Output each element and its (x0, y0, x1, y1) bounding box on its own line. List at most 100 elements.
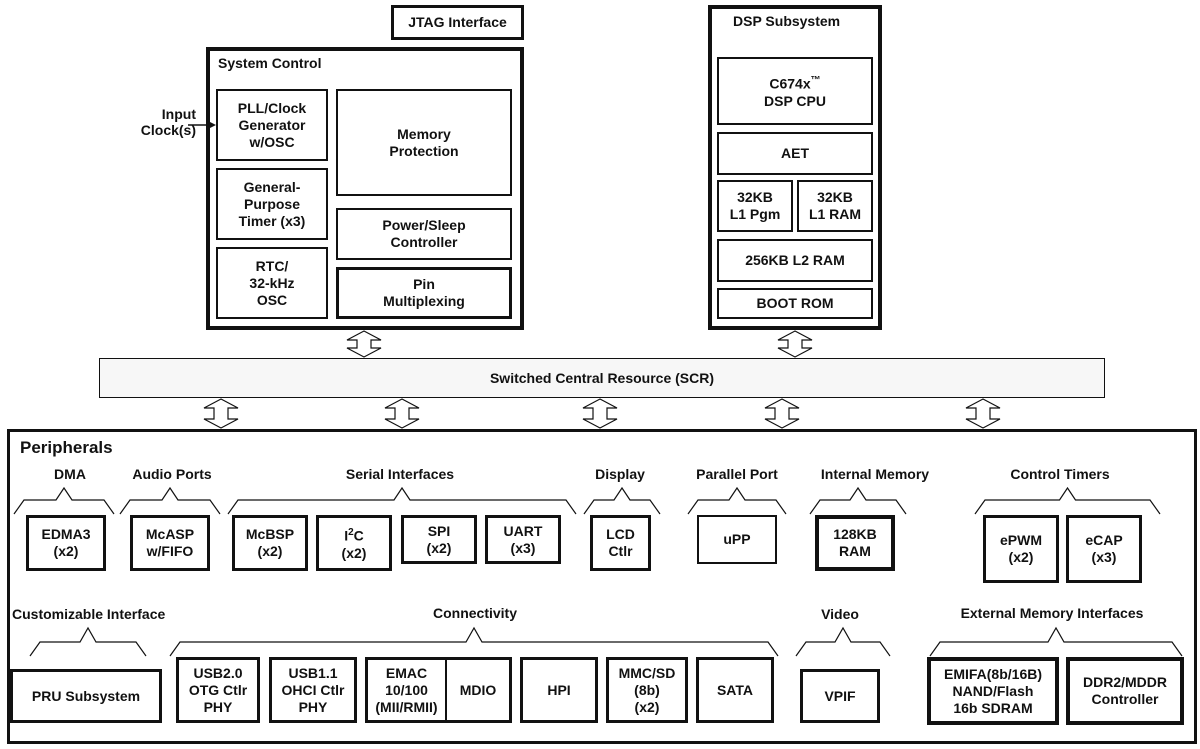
dsp-scr-arrow-icon (777, 330, 813, 358)
mcasp-block: McASP w/FIFO (130, 515, 210, 571)
mmc-sd-label: MMC/SD (8b) (x2) (618, 664, 676, 715)
mcbsp-label: McBSP (x2) (245, 526, 295, 559)
mmc-sd-block: MMC/SD (8b) (x2) (606, 657, 688, 723)
sata-label: SATA (716, 681, 754, 698)
pll-clock-generator-block: PLL/Clock Generator w/OSC (216, 89, 328, 161)
pin-multiplexing-label: Pin Multiplexing (383, 276, 465, 309)
spi-block: SPI (x2) (401, 515, 477, 564)
usb20-otg-label: USB2.0 OTG Ctlr PHY (188, 664, 248, 715)
scr-peripherals-arrow-icon-3 (582, 398, 618, 429)
scr-peripherals-arrow-icon-1 (203, 398, 239, 429)
ddr2-mddr-controller-label: DDR2/MDDR Controller (1083, 674, 1167, 707)
i2c-rest: C (353, 527, 364, 544)
memory-protection-label: Memory Protection (389, 125, 459, 159)
jtag-interface-block: JTAG Interface (391, 5, 524, 40)
mcbsp-block: McBSP (x2) (232, 515, 308, 571)
l1-pgm-block: 32KB L1 Pgm (717, 180, 793, 232)
hpi-block: HPI (520, 657, 598, 723)
display-group-label: Display (595, 466, 645, 482)
aet-block: AET (717, 132, 873, 175)
lcd-controller-label: LCD Ctlr (606, 526, 635, 559)
vpif-block: VPIF (800, 669, 880, 723)
control-timers-group-label: Control Timers (1010, 466, 1110, 482)
scr-peripherals-arrow-icon-2 (384, 398, 420, 429)
scr-peripherals-arrow-icon-5 (965, 398, 1001, 429)
video-group-label: Video (821, 606, 859, 622)
internal-ram-label: 128KB RAM (833, 526, 877, 559)
uart-block: UART (x3) (485, 515, 561, 564)
mcasp-label: McASP w/FIFO (145, 526, 195, 559)
rtc-osc-label: RTC/ 32-kHz OSC (249, 257, 295, 308)
emac-mdio-block (365, 657, 512, 723)
scr-bar: Switched Central Resource (SCR) (99, 358, 1105, 398)
edma3-block: EDMA3 (x2) (26, 515, 106, 571)
input-clock-label: Input Clock(s) (140, 106, 196, 138)
pll-clock-generator-label: PLL/Clock Generator w/OSC (237, 99, 307, 150)
customizable-interface-group-label: Customizable Interface (12, 606, 166, 622)
jtag-interface-label: JTAG Interface (408, 14, 507, 30)
usb20-otg-block: USB2.0 OTG Ctlr PHY (176, 657, 260, 723)
lcd-controller-block: LCD Ctlr (590, 515, 651, 571)
dma-group-label: DMA (54, 466, 86, 482)
ecap-label: eCAP (x3) (1085, 532, 1123, 565)
l1-pgm-label: 32KB L1 Pgm (729, 189, 781, 222)
emac-label: EMAC 10/100 (MII/RMII) (375, 664, 438, 715)
i2c-base: I (344, 527, 349, 544)
internal-ram-block: 128KB RAM (815, 515, 895, 571)
l1-ram-label: 32KB L1 RAM (808, 189, 862, 222)
audio-ports-group-label: Audio Ports (132, 466, 212, 482)
epwm-block: ePWM (x2) (983, 515, 1059, 583)
internal-memory-group-label: Internal Memory (820, 466, 930, 482)
edma3-label: EDMA3 (x2) (41, 526, 91, 559)
boot-rom-block: BOOT ROM (717, 288, 873, 319)
ecap-block: eCAP (x3) (1066, 515, 1142, 583)
system-control-title: System Control (218, 55, 322, 71)
general-purpose-timer-label: General- Purpose Timer (x3) (238, 178, 306, 229)
dsp-cpu-name: C674x (769, 75, 811, 92)
hpi-label: HPI (547, 681, 571, 698)
l2-ram-label: 256KB L2 RAM (745, 252, 845, 268)
ddr2-mddr-controller-block: DDR2/MDDR Controller (1066, 657, 1184, 725)
mdio-block: MDIO (447, 657, 509, 723)
pin-multiplexing-block: Pin Multiplexing (336, 267, 512, 319)
l2-ram-block: 256KB L2 RAM (717, 239, 873, 282)
system-control-scr-arrow-icon (346, 330, 382, 358)
parallel-port-group-label: Parallel Port (696, 466, 778, 482)
emac-block: EMAC 10/100 (MII/RMII) (368, 657, 447, 723)
external-memory-group-label: External Memory Interfaces (960, 605, 1144, 621)
vpif-label: VPIF (824, 687, 856, 704)
epwm-label: ePWM (x2) (1000, 532, 1042, 565)
memory-protection-block: Memory Protection (336, 89, 512, 196)
power-sleep-controller-block: Power/Sleep Controller (336, 208, 512, 260)
dsp-subsystem-title: DSP Subsystem (733, 13, 841, 29)
usb11-ohci-label: USB1.1 OHCI Ctlr PHY (281, 664, 345, 715)
dsp-cpu-block: C674x™ DSP CPU (717, 57, 873, 125)
upp-block: uPP (697, 515, 777, 564)
i2c-superscript: 2 (348, 527, 354, 539)
scr-label: Switched Central Resource (SCR) (489, 369, 715, 386)
pru-subsystem-block: PRU Subsystem (10, 669, 162, 723)
emifa-block: EMIFA(8b/16B) NAND/Flash 16b SDRAM (927, 657, 1059, 725)
mdio-label: MDIO (459, 681, 497, 698)
i2c-count: (x2) (341, 544, 367, 561)
general-purpose-timer-block: General- Purpose Timer (x3) (216, 168, 328, 240)
serial-interfaces-group-label: Serial Interfaces (345, 466, 455, 482)
usb11-ohci-block: USB1.1 OHCI Ctlr PHY (269, 657, 357, 723)
dsp-cpu-subtitle: DSP CPU (764, 92, 826, 109)
connectivity-group-label: Connectivity (432, 605, 517, 621)
i2c-block: I2C (x2) (316, 515, 392, 571)
peripherals-title: Peripherals (20, 438, 113, 457)
emifa-label: EMIFA(8b/16B) NAND/Flash 16b SDRAM (943, 665, 1042, 716)
scr-peripherals-arrow-icon-4 (764, 398, 800, 429)
boot-rom-label: BOOT ROM (756, 295, 834, 311)
pru-subsystem-label: PRU Subsystem (31, 687, 141, 704)
l1-ram-block: 32KB L1 RAM (797, 180, 873, 232)
upp-label: uPP (723, 531, 751, 547)
aet-label: AET (781, 145, 809, 161)
power-sleep-controller-label: Power/Sleep Controller (382, 217, 466, 250)
trademark-symbol: ™ (810, 75, 821, 87)
uart-label: UART (x3) (503, 522, 543, 556)
rtc-osc-block: RTC/ 32-kHz OSC (216, 247, 328, 319)
sata-block: SATA (696, 657, 774, 723)
